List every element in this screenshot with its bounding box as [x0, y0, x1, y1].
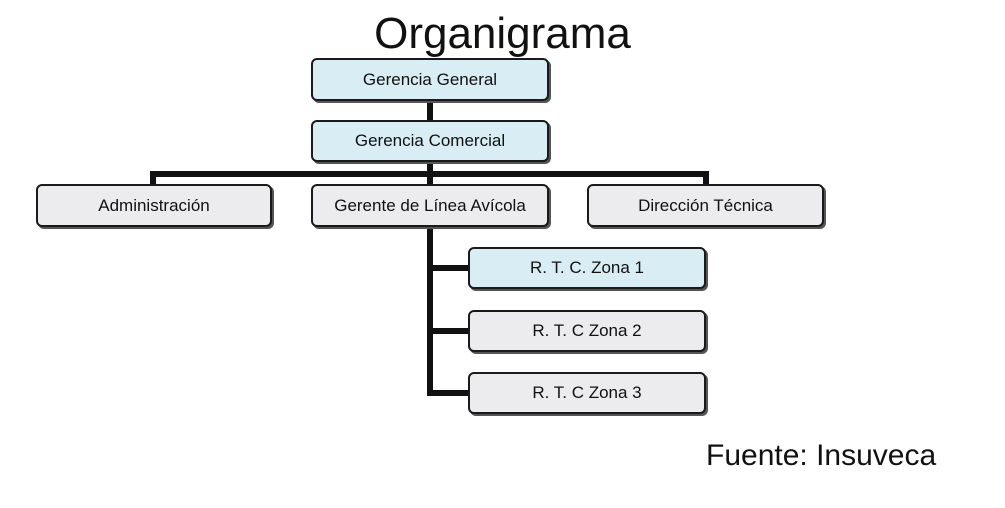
- node-rtc-zona-3: R. T. C Zona 3: [468, 372, 706, 414]
- node-rtc-zona-1: R. T. C. Zona 1: [468, 247, 706, 289]
- diagram-title: Organigrama: [374, 9, 631, 58]
- node-gerencia-general: Gerencia General: [311, 58, 549, 101]
- source-caption: Fuente: Insuveca: [706, 439, 937, 472]
- node-gerente-linea-avicola: Gerente de Línea Avícola: [311, 184, 549, 227]
- node-gerencia-comercial: Gerencia Comercial: [311, 120, 549, 162]
- node-direccion-tecnica: Dirección Técnica: [587, 184, 824, 227]
- node-rtc-zona-2: R. T. C Zona 2: [468, 310, 706, 352]
- node-administracion: Administración: [36, 184, 272, 227]
